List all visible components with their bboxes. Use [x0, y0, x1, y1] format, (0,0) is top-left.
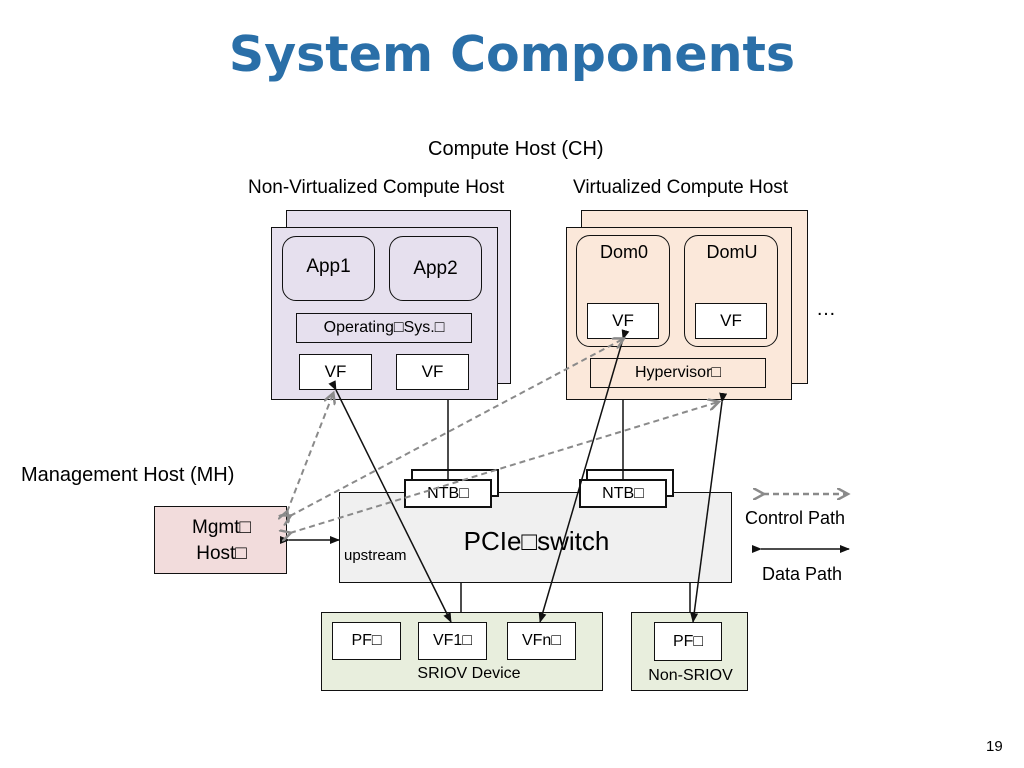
app1-box: App1	[282, 236, 375, 301]
mgmt-host-line1: Mgmt□	[192, 517, 251, 538]
sriov-pf-box: PF□	[332, 622, 401, 660]
hypervisor-box: Hypervisor□	[590, 358, 766, 388]
sriov-pf-label: PF□	[351, 632, 382, 649]
legend-control-path-label: Control Path	[745, 508, 846, 528]
pcie-switch-box: PCIe□switch upstream	[339, 492, 732, 583]
sriov-vf1-box: VF1□	[418, 622, 487, 660]
non-sriov-pf-box: PF□	[654, 622, 722, 661]
ntb-right-box: NTB□	[579, 479, 667, 508]
non-virt-vf-b-label: VF	[421, 362, 444, 381]
app2-box: App2	[389, 236, 482, 301]
non-virt-vf-a-label: VF	[324, 362, 347, 381]
domu-label: DomU	[706, 242, 758, 262]
sriov-vfn-label: VFn□	[521, 632, 561, 649]
dom0-label: Dom0	[599, 242, 648, 262]
virtualized-label: Virtualized Compute Host	[573, 177, 789, 198]
mgmt-host-box: Mgmt□ Host□	[154, 506, 287, 574]
management-host-label: Management Host (MH)	[21, 464, 235, 486]
operating-system-label: Operating□Sys.□	[323, 319, 445, 336]
virt-vf-domu-label: VF	[720, 311, 742, 330]
slide-title: System Components	[228, 26, 796, 83]
mgmt-host-line2: Host□	[196, 543, 247, 564]
ntb-left-label: NTB□	[427, 484, 469, 502]
hypervisor-label: Hypervisor□	[634, 364, 722, 381]
more-hosts-ellipsis: …	[816, 298, 836, 320]
control-path-mgmt-to-nonvirt-vf	[287, 394, 333, 512]
legend-data-path-label: Data Path	[762, 564, 843, 584]
virt-vf-domu: VF	[695, 303, 767, 339]
non-sriov-pf-label: PF□	[672, 632, 704, 650]
non-sriov-label: Non-SRIOV	[648, 667, 733, 684]
app2-label: App2	[413, 257, 458, 279]
sriov-vfn-box: VFn□	[507, 622, 576, 660]
upstream-label: upstream	[344, 547, 407, 564]
compute-host-label: Compute Host (CH)	[428, 138, 604, 160]
app1-label: App1	[306, 255, 351, 277]
virt-vf-dom0-label: VF	[612, 311, 634, 330]
sriov-vf1-label: VF1□	[432, 632, 472, 649]
virt-vf-dom0: VF	[587, 303, 659, 339]
non-virt-vf-b: VF	[396, 354, 469, 390]
ntb-right-label: NTB□	[602, 484, 644, 502]
non-virtualized-label: Non-Virtualized Compute Host	[248, 177, 505, 198]
sriov-device-label: SRIOV Device	[417, 665, 521, 682]
non-virt-vf-a: VF	[299, 354, 372, 390]
page-number: 19	[986, 738, 1003, 755]
ntb-left-box: NTB□	[404, 479, 492, 508]
operating-system-box: Operating□Sys.□	[296, 313, 472, 343]
